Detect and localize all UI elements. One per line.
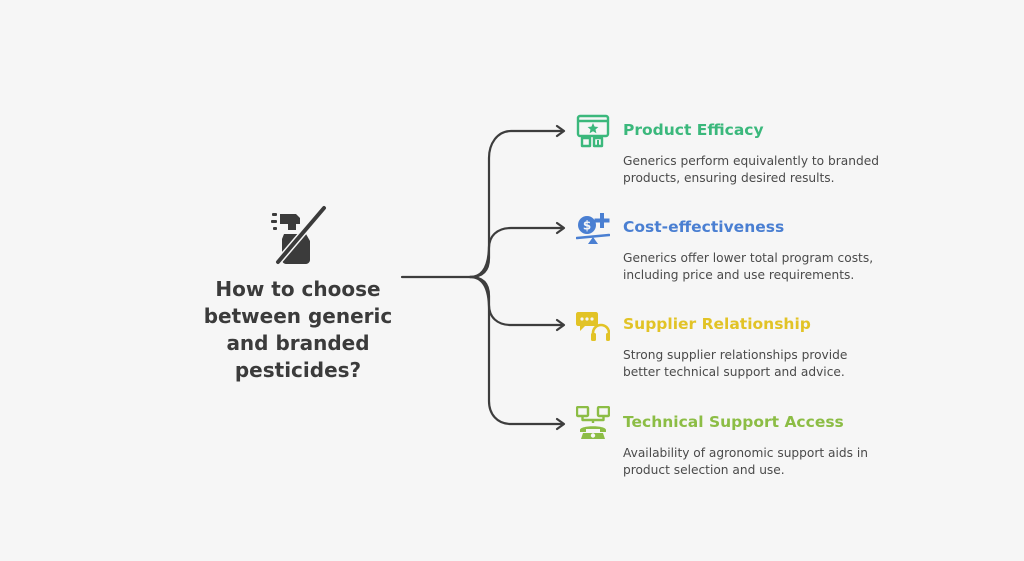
svg-text:$: $ — [583, 219, 591, 233]
branch-title: Technical Support Access — [623, 413, 844, 431]
arrowhead-technical-support-access — [555, 417, 566, 431]
branch-description: Availability of agronomic support aids i… — [623, 446, 868, 477]
connector-to-cost-effectiveness — [468, 226, 564, 279]
arrowhead-supplier-relationship — [555, 318, 566, 332]
arrowhead-product-efficacy — [555, 124, 566, 138]
crossed-out-spray-bottle-icon — [271, 204, 328, 266]
branch-description: Generics perform equivalently to branded… — [623, 154, 879, 185]
branch-title: Product Efficacy — [623, 121, 764, 139]
connector-to-technical-support-access — [468, 275, 564, 426]
branch-title: Cost-effectiveness — [623, 218, 785, 236]
central-question: How to choose between generic and brande… — [203, 277, 393, 382]
arrowhead-cost-effectiveness — [555, 221, 566, 235]
network-telephone-icon — [576, 406, 610, 439]
connector-to-product-efficacy — [468, 129, 564, 279]
support-chat-headset-icon — [576, 312, 610, 341]
branch-title: Supplier Relationship — [623, 315, 811, 333]
rated-product-screen-icon — [576, 114, 610, 148]
dollar-balance-plus-icon: $ — [576, 213, 610, 244]
branch-description: Generics offer lower total program costs… — [623, 251, 874, 282]
branch-description: Strong supplier relationships provide be… — [623, 348, 848, 379]
